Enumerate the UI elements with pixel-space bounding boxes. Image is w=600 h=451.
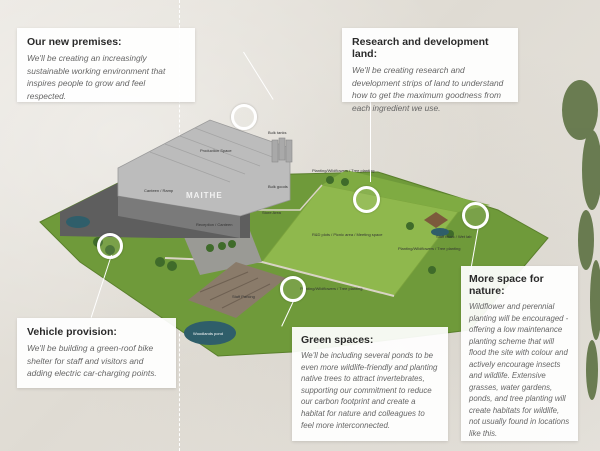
marker-premises[interactable]: [231, 104, 257, 130]
callout-research-title: Research and development land:: [352, 36, 489, 60]
callout-premises: Our new premises: We'll be creating an i…: [17, 28, 195, 102]
label-planting-3: Planting/Wildflowers / Tree planting: [398, 246, 460, 251]
callout-research: Research and development land: We'll be …: [342, 28, 518, 113]
foliage-decoration: [562, 80, 600, 400]
bay-stripes: [199, 271, 271, 309]
label-production: Production Space: [200, 148, 232, 153]
label-canteen: Canteen / Ramp: [144, 188, 174, 193]
bulk-tanks: [271, 137, 293, 163]
label-staff-block: Staff block / Wet lab: [436, 234, 472, 239]
label-rd-plots: R&D plots / Picnic area / Meeting space: [312, 232, 383, 237]
site-path-2: [258, 184, 323, 211]
marker-research[interactable]: [353, 186, 380, 213]
label-planting-1: Planting/Wildflowers / Tree planting: [312, 168, 374, 173]
marker-vehicle[interactable]: [97, 233, 123, 259]
marker-nature[interactable]: [462, 202, 489, 229]
callout-vehicle-title: Vehicle provision:: [27, 326, 117, 338]
callout-nature-title: More space for nature:: [469, 273, 544, 297]
bike-bays: [188, 262, 286, 318]
woodlands-pond: [184, 321, 236, 345]
callout-vehicle: Vehicle provision: We'll be building a g…: [17, 318, 176, 388]
callout-vehicle-text: We'll be building a green-roof bike shel…: [27, 343, 157, 379]
callout-premises-text: We'll be creating an increasingly sustai…: [27, 53, 166, 101]
callout-premises-title: Our new premises:: [27, 36, 122, 48]
marker-green[interactable]: [280, 276, 306, 302]
label-reception: Reception / Canteen: [196, 222, 232, 227]
callout-green: Green spaces: We'll be including several…: [292, 327, 448, 441]
upper-field: [322, 170, 490, 212]
right-pond: [431, 228, 449, 236]
roof-ridges: [149, 127, 276, 183]
pavilion: [424, 212, 448, 228]
brand-text: MAITHE: [186, 191, 223, 200]
callout-nature-text: Wildflower and perennial planting will b…: [469, 302, 570, 438]
pond-label: Woodlands pond: [193, 331, 223, 336]
callout-green-title: Green spaces:: [301, 334, 374, 346]
callout-green-text: We'll be including several ponds to be e…: [301, 351, 438, 430]
left-pond: [66, 216, 90, 228]
leader-research: [370, 100, 371, 182]
label-planting-2: Planting/Wildflowers / Tree planting: [300, 286, 362, 291]
building-facade: [118, 196, 240, 238]
callout-nature: More space for nature: Wildflower and pe…: [461, 266, 578, 441]
callout-research-text: We'll be creating research and developme…: [352, 65, 504, 113]
label-store: Store Area: [262, 210, 282, 215]
label-bulk-tanks: Bulk tanks: [268, 130, 286, 135]
label-bulk-goods: Bulk goods: [268, 184, 288, 189]
label-staff-parking: Staff Parking: [232, 294, 255, 299]
